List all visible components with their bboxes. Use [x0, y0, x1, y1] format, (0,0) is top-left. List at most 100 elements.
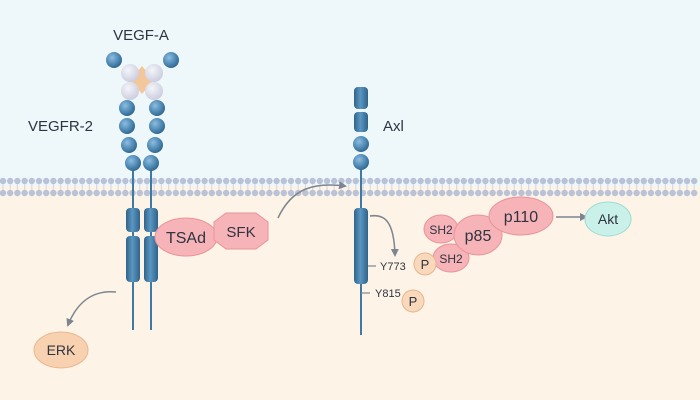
lipid-head — [107, 177, 115, 185]
lipid-head — [475, 189, 482, 197]
lipid-head — [100, 189, 108, 197]
vegfa-lobe — [121, 64, 139, 82]
lipid-head — [237, 189, 244, 197]
sh2-lower-label: SH2 — [439, 252, 463, 266]
lipid-head — [374, 177, 381, 185]
lipid-head — [14, 177, 21, 185]
lipid-head — [683, 189, 691, 197]
lipid-head — [575, 189, 583, 197]
lipid-head — [503, 177, 511, 185]
lipid-head — [518, 177, 525, 185]
lipid-head — [655, 177, 662, 185]
lipid-head — [194, 177, 201, 185]
arrow-sfk-to-axl — [277, 181, 347, 219]
lipid-head — [683, 177, 691, 185]
lipid-head — [446, 177, 453, 185]
lipid-head — [568, 189, 575, 197]
phospho-y773-label: P — [421, 257, 430, 272]
lipid-head — [244, 189, 251, 197]
lipid-head — [503, 189, 511, 197]
axl-domain-top — [354, 87, 368, 109]
extracellular-region — [0, 0, 700, 186]
lipid-head — [619, 189, 626, 197]
vegfr2-kinase-lower-left — [126, 236, 140, 282]
lipid-head — [611, 177, 619, 185]
lipid-head — [633, 177, 640, 185]
vegfr2-domain — [143, 155, 159, 171]
arrows — [66, 181, 588, 327]
lipid-head — [597, 189, 604, 197]
vegfa-bead — [106, 52, 122, 68]
lipid-head — [539, 189, 547, 197]
lipid-head — [151, 189, 158, 197]
lipid-head — [511, 189, 518, 197]
sfk-node — [213, 212, 269, 250]
lipid-head — [136, 177, 143, 185]
lipid-head — [374, 189, 381, 197]
lipid-head — [345, 177, 352, 185]
lipid-head — [115, 189, 122, 197]
lipid-head — [597, 177, 604, 185]
lipid-head — [93, 189, 100, 197]
lipid-head — [35, 189, 43, 197]
lipid-head — [604, 177, 611, 185]
lipid-head — [575, 177, 583, 185]
lipid-head — [691, 189, 698, 197]
lipid-head — [251, 189, 259, 197]
lipid-head — [143, 189, 151, 197]
lipid-head — [280, 177, 287, 185]
lipid-head — [532, 189, 539, 197]
lipid-head — [331, 189, 338, 197]
lipid-head — [626, 177, 633, 185]
phospho-y815-node — [401, 289, 425, 313]
lipid-head — [50, 189, 57, 197]
lipid-head — [410, 189, 417, 197]
axl-domain — [353, 136, 369, 152]
lipid-head — [424, 189, 431, 197]
lipid-head — [431, 189, 439, 197]
lipid-head — [201, 189, 208, 197]
vegfr2-domain — [149, 118, 165, 134]
lipid-head — [237, 177, 244, 185]
lipid-head — [21, 177, 28, 185]
y815-label: Y815 — [375, 288, 401, 300]
lipid-head — [179, 189, 187, 197]
lipid-head — [338, 189, 345, 197]
lipid-head — [273, 177, 280, 185]
lipid-head — [345, 189, 352, 197]
sh2-upper-label: SH2 — [429, 223, 453, 237]
axl-receptor — [353, 87, 369, 335]
lipid-head — [547, 177, 554, 185]
lipid-head — [669, 189, 676, 197]
lipid-head — [554, 177, 561, 185]
lipid-head — [64, 177, 72, 185]
lipid-head — [223, 177, 230, 185]
lipid-head — [496, 177, 503, 185]
lipid-head — [35, 177, 43, 185]
lipid-head — [259, 177, 266, 185]
p110-label: p110 — [504, 209, 539, 226]
lipid-head — [676, 189, 683, 197]
lipid-head — [395, 189, 403, 197]
lipid-head — [676, 177, 683, 185]
lipid-head — [179, 177, 187, 185]
lipid-head — [57, 189, 64, 197]
lipid-head — [482, 189, 489, 197]
lipid-head — [640, 177, 647, 185]
p110-node — [488, 196, 554, 236]
akt-label: Akt — [598, 211, 618, 227]
lipid-head — [172, 189, 179, 197]
lipid-head — [230, 177, 237, 185]
lipid-head — [583, 177, 590, 185]
lipid-head — [403, 189, 410, 197]
lipid-head — [302, 177, 309, 185]
lipid-head — [367, 189, 374, 197]
lipid-head — [107, 189, 115, 197]
lipid-head — [388, 189, 395, 197]
lipid-head — [568, 177, 575, 185]
lipid-head — [633, 189, 640, 197]
lipid-head — [302, 189, 309, 197]
lipid-head — [287, 177, 295, 185]
lipid-head — [187, 177, 194, 185]
intracellular-region — [0, 186, 700, 400]
